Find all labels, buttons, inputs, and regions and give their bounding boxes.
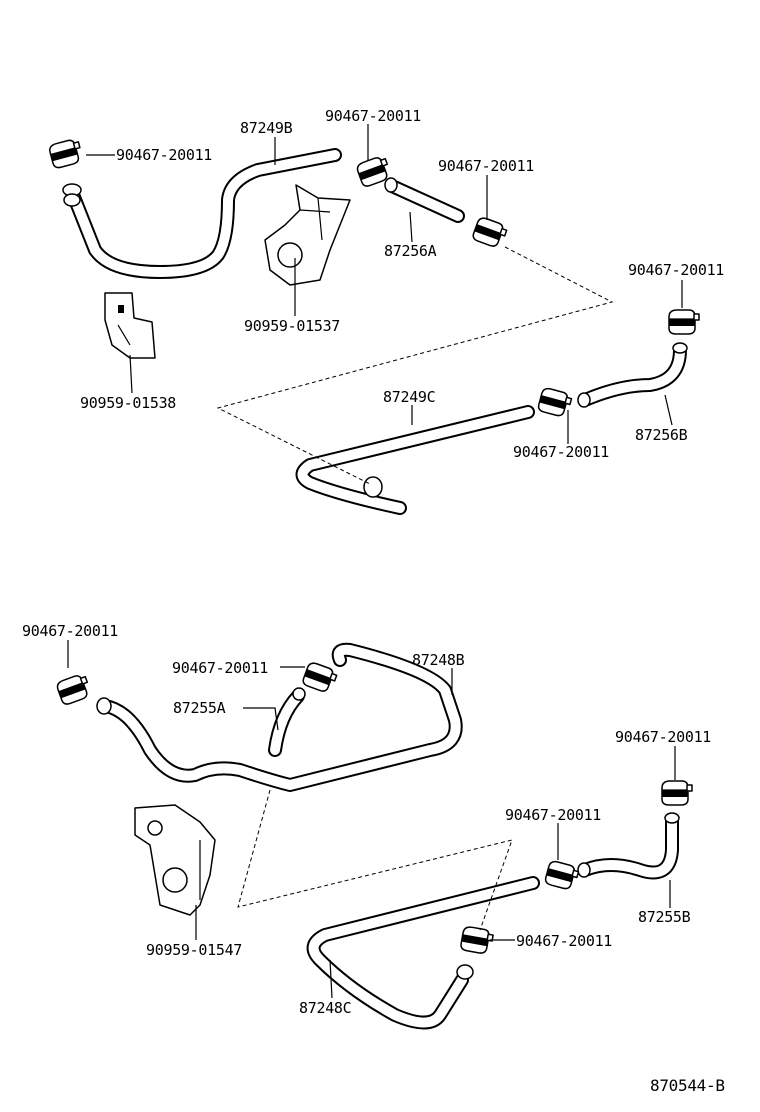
clip-icon-t1: [47, 137, 85, 170]
label-87248B: 87248B: [412, 651, 465, 669]
label-90959-01538: 90959-01538: [80, 394, 177, 412]
label-87256A: 87256A: [384, 242, 437, 260]
label-90467-20011: 90467-20011: [615, 728, 712, 746]
hose-87249B: [62, 148, 342, 279]
clip-icon-b2: [300, 660, 339, 695]
hose-87255B: [577, 812, 680, 880]
label-87255B: 87255B: [638, 908, 691, 926]
label-90467-20011: 90467-20011: [516, 932, 613, 950]
clip-icon-b3: [661, 780, 693, 806]
hose-87255A: [268, 687, 306, 757]
clip-icon-b4: [543, 859, 581, 892]
hose-87256A: [384, 177, 465, 223]
label-90467-20011: 90467-20011: [513, 443, 610, 461]
label-90467-20011: 90467-20011: [172, 659, 269, 677]
label-90959-01537: 90959-01537: [244, 317, 341, 335]
bracket-90959-01537: [264, 184, 351, 286]
label-87248C: 87248C: [299, 999, 352, 1017]
label-90467-20011: 90467-20011: [116, 146, 213, 164]
diagram-id: 870544-B: [650, 1076, 725, 1095]
hose-87248B: [96, 642, 463, 792]
bracket-90959-01538: [104, 292, 156, 359]
clip-icon-b5: [459, 925, 495, 956]
bracket-90959-01547: [134, 804, 216, 916]
clip-icon-t3: [470, 215, 509, 250]
label-90467-20011: 90467-20011: [22, 622, 119, 640]
label-90467-20011: 90467-20011: [438, 157, 535, 175]
label-90467-20011: 90467-20011: [628, 261, 725, 279]
clip-icon-b1: [54, 672, 93, 707]
label-87249C: 87249C: [383, 388, 436, 406]
label-90467-20011: 90467-20011: [505, 806, 602, 824]
hose-87249C: [295, 405, 535, 515]
label-87256B: 87256B: [635, 426, 688, 444]
label-90467-20011: 90467-20011: [325, 107, 422, 125]
label-90959-01547: 90959-01547: [146, 941, 243, 959]
label-87255A: 87255A: [173, 699, 226, 717]
label-87249B: 87249B: [240, 119, 293, 137]
hose-87256B: [577, 342, 688, 408]
clip-icon-t5: [536, 386, 574, 419]
clip-icon-t4: [668, 309, 700, 335]
hose-87248C: [306, 876, 540, 1030]
